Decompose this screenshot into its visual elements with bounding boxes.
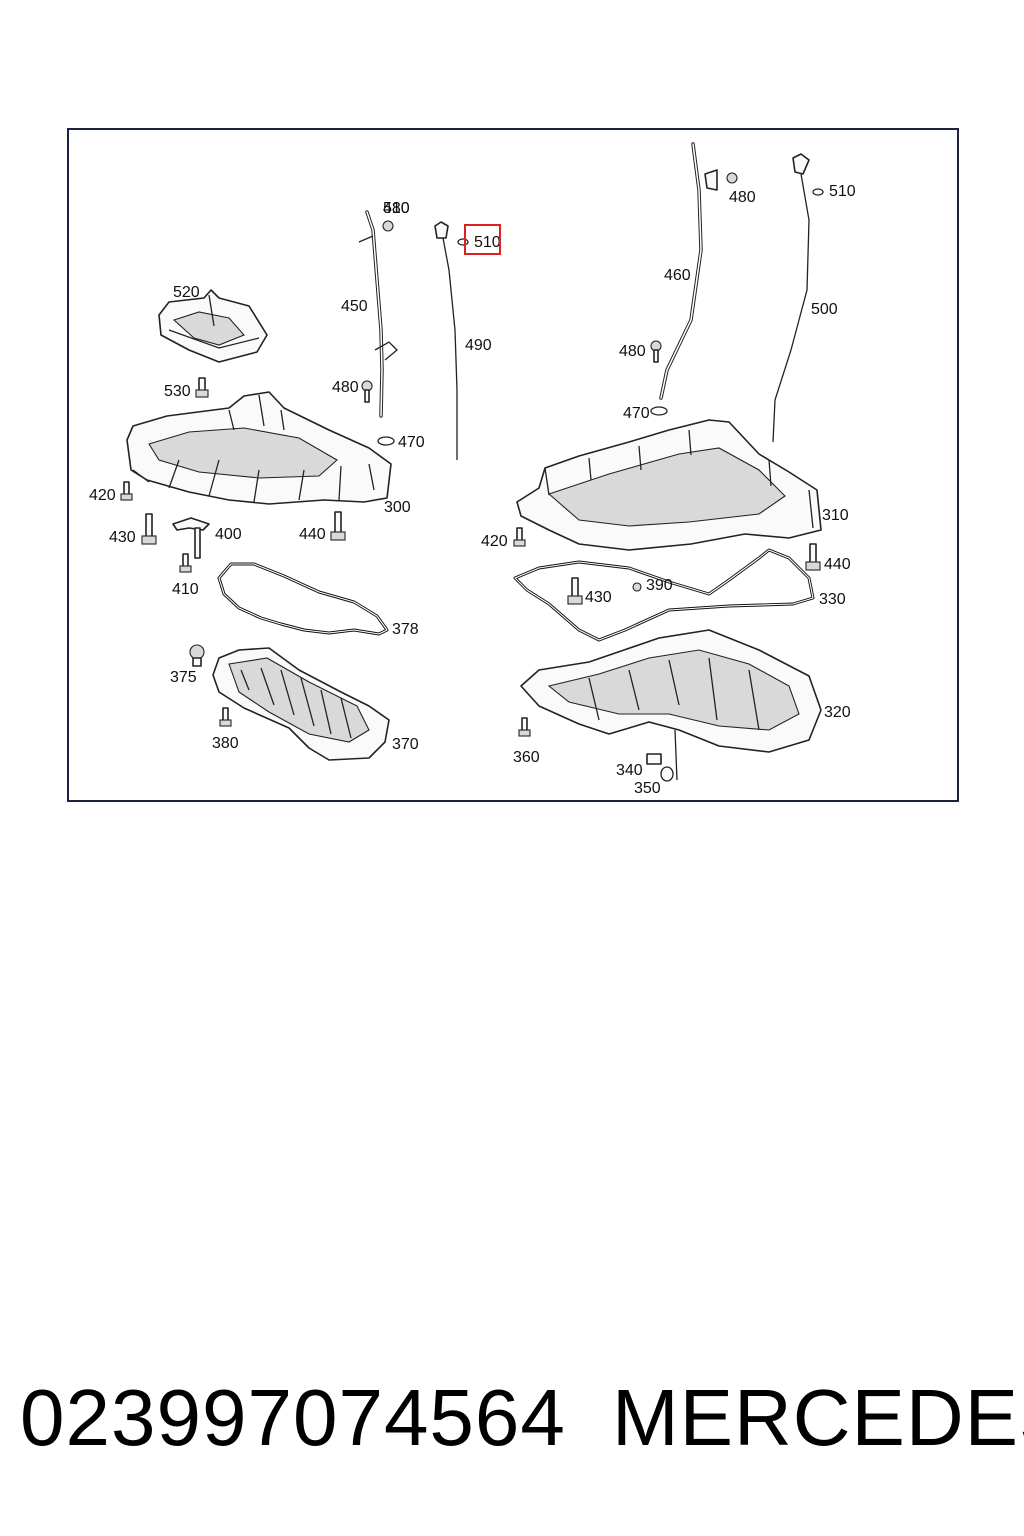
part-380-bolt [219, 707, 232, 727]
label-390: 390 [646, 577, 673, 594]
label-450: 450 [341, 298, 368, 315]
part-440-bolt-left [330, 511, 346, 541]
part-500-dipstick-right [772, 153, 810, 443]
parts-diagram: 510 480 510 450 490 520 530 480 470 300 … [67, 128, 959, 802]
part-390-plug [632, 582, 642, 592]
part-510-seal-left [457, 238, 469, 246]
part-360-bolt [518, 717, 531, 737]
label-460: 460 [664, 267, 691, 284]
part-450-guide-tube-left [358, 210, 398, 418]
part-375-drain-plug [189, 644, 205, 667]
part-300-oil-pan-upper [126, 391, 392, 505]
part-430-bolt-left [141, 513, 157, 545]
label-440-right: 440 [824, 556, 851, 573]
part-310-oil-pan-upper [516, 419, 822, 551]
part-490-dipstick-left [434, 221, 458, 460]
label-430-right: 430 [585, 589, 612, 606]
label-378: 378 [392, 621, 419, 638]
part-530-bolt [195, 377, 209, 398]
label-360: 360 [513, 749, 540, 766]
label-480-mid-right: 480 [619, 343, 646, 360]
label-480-top-left: 480 [383, 200, 410, 217]
label-510-right: 510 [829, 183, 856, 200]
part-470-seal-right [650, 406, 668, 416]
label-375: 375 [170, 669, 197, 686]
diagram-drawing [120, 142, 824, 782]
label-410: 410 [172, 581, 199, 598]
label-350: 350 [634, 780, 661, 797]
label-400: 400 [215, 526, 242, 543]
label-470-left: 470 [398, 434, 425, 451]
label-320: 320 [824, 704, 851, 721]
part-340-drain-plug [646, 753, 662, 765]
label-420-left: 420 [89, 487, 116, 504]
part-420-bolt-left [120, 481, 133, 501]
part-430-bolt-right [567, 577, 583, 605]
part-480-bolt-d [650, 340, 662, 363]
label-530: 530 [164, 383, 191, 400]
label-520: 520 [173, 284, 200, 301]
brand-name-text: MERCEDES [612, 1373, 1024, 1462]
label-380: 380 [212, 735, 239, 752]
label-340: 340 [616, 762, 643, 779]
label-330: 330 [819, 591, 846, 608]
label-430-left: 430 [109, 529, 136, 546]
part-510-seal-right [812, 188, 824, 196]
label-420-right: 420 [481, 533, 508, 550]
label-370: 370 [392, 736, 419, 753]
label-300: 300 [384, 499, 411, 516]
part-400-bracket [172, 517, 210, 559]
part-440-bolt-right [805, 543, 821, 571]
label-310: 310 [822, 507, 849, 524]
part-number-text: 02399707456​4 [20, 1373, 566, 1462]
part-480-bolt-c [704, 169, 738, 191]
part-470-seal-left [377, 436, 395, 446]
label-480-mid-left: 480 [332, 379, 359, 396]
label-470-right: 470 [623, 405, 650, 422]
label-500: 500 [811, 301, 838, 318]
part-480-bolt-b [361, 380, 373, 403]
part-520-cover [158, 289, 268, 363]
label-510-highlighted: 510 [474, 234, 501, 251]
part-350-seal-ring [660, 729, 678, 782]
part-480-bolt-a [382, 220, 394, 232]
part-420-bolt-right [513, 527, 526, 547]
label-480-top-left: 510 [383, 200, 410, 217]
part-378-gasket [217, 562, 389, 636]
part-330-gasket [513, 548, 815, 642]
part-370-oil-pan-lower [212, 647, 390, 761]
part-460-guide-tube-right [659, 142, 703, 400]
label-490: 490 [465, 337, 492, 354]
label-480-top-right: 480 [729, 189, 756, 206]
label-440-left: 440 [299, 526, 326, 543]
part-320-oil-pan-lower [520, 629, 822, 753]
part-410-bolt [179, 553, 192, 573]
highlight-box-510 [464, 224, 501, 255]
